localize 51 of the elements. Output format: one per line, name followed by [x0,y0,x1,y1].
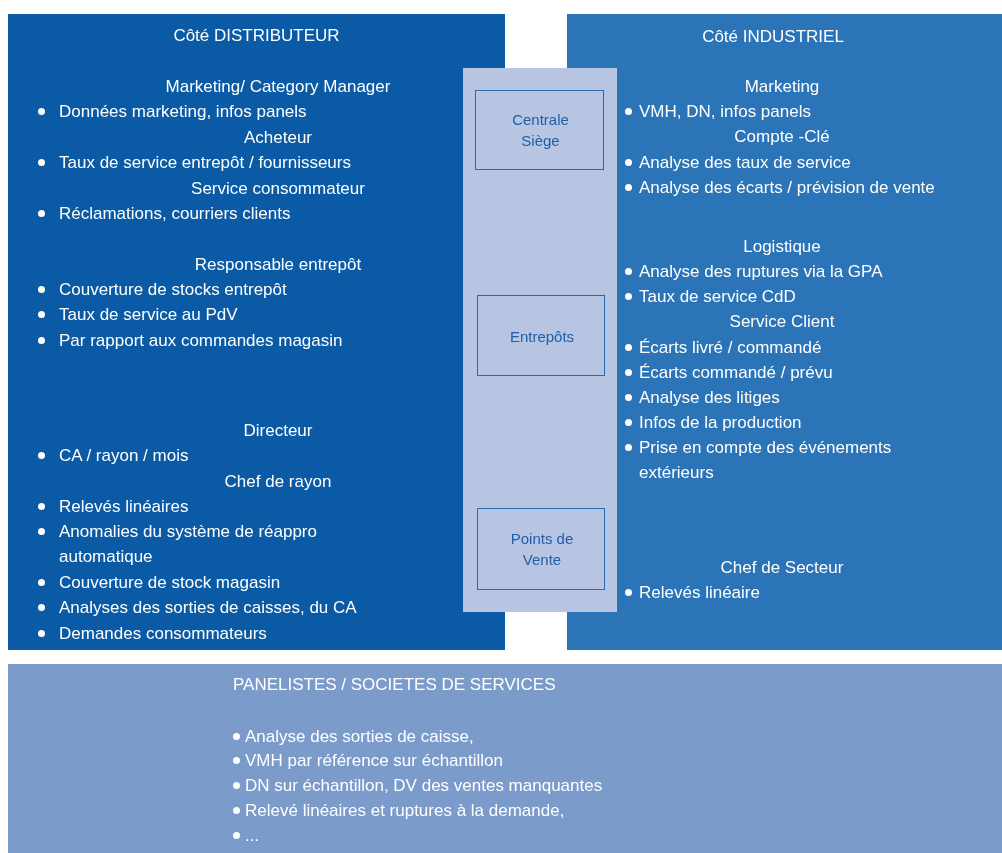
role-heading: Marketing [743,76,821,98]
role-heading: Acheteur [242,127,313,149]
bullet-text: Réclamations, courriers clients [59,203,292,225]
bullet-text: Prise en compte des événements extérieurs [639,437,893,484]
center-column [463,68,617,612]
bullet-text: Analyse des taux de service [639,152,852,174]
role-heading: Chef de rayon [223,471,333,493]
bullet-text: Écarts livré / commandé [639,337,823,359]
bullet-text: Relevés linéaire [639,582,761,604]
location-box [477,508,605,590]
side-panel [8,14,505,650]
bullet-text: Infos de la production [639,412,803,434]
bullet-text: Demandes consommateurs [59,623,268,645]
bullet-text: Taux de service au PdV [59,304,239,326]
role-heading: Logistique [742,236,822,258]
bullet-text: Analyse des écarts / prévision de vente [639,177,936,199]
bullet-text: Relevé linéaires et ruptures à la demande, [245,800,566,822]
bottom-panel [8,664,1002,853]
bullet-text: VMH par référence sur échantillon [245,750,504,772]
bullet-text: Couverture de stocks entrepôt [59,279,288,301]
bullet-text: Relevés linéaires [59,496,190,518]
panel-title: PANELISTES / SOCIETES DE SERVICES [233,674,557,696]
role-heading: Chef de Secteur [719,557,845,579]
role-heading: Marketing/ Category Manager [164,76,392,98]
bullet-text: Par rapport aux commandes magasin [59,330,344,352]
role-heading: Responsable entrepôt [193,254,363,276]
bullet-text: Analyse des litiges [639,387,781,409]
bullet-text: DN sur échantillon, DV des ventes manquantes [245,775,604,797]
location-label: Points de Vente [509,529,575,570]
bullet-text: Analyses des sorties de caisses, du CA [59,597,358,619]
location-box [475,90,604,170]
bullet-text: Anomalies du système de réappro automatique [59,521,318,568]
panel-title: Côté INDUSTRIEL [701,26,845,48]
bullet-text: VMH, DN, infos panels [639,101,812,123]
role-heading: Service consommateur [190,178,366,200]
bullet-text: Écarts commandé / prévu [639,362,834,384]
location-box [477,295,605,376]
bullet-text: Couverture de stock magasin [59,572,282,594]
bullet-text: Taux de service entrepôt / fournisseurs [59,152,352,174]
location-label: Centrale Siège [511,110,570,151]
panel-title: Côté DISTRIBUTEUR [172,25,341,47]
bullet-text: ... [245,825,261,847]
bullet-text: Analyse des sorties de caisse, [245,726,475,748]
bullet-text: Analyse des ruptures via la GPA [639,261,884,283]
location-label: Entrepôts [508,326,576,346]
role-heading: Compte -Clé [733,126,831,148]
bullet-text: CA / rayon / mois [59,445,190,467]
role-heading: Service Client [728,311,836,333]
role-heading: Directeur [242,420,314,442]
bullet-text: Données marketing, infos panels [59,101,308,123]
bullet-text: Taux de service CdD [639,286,797,308]
